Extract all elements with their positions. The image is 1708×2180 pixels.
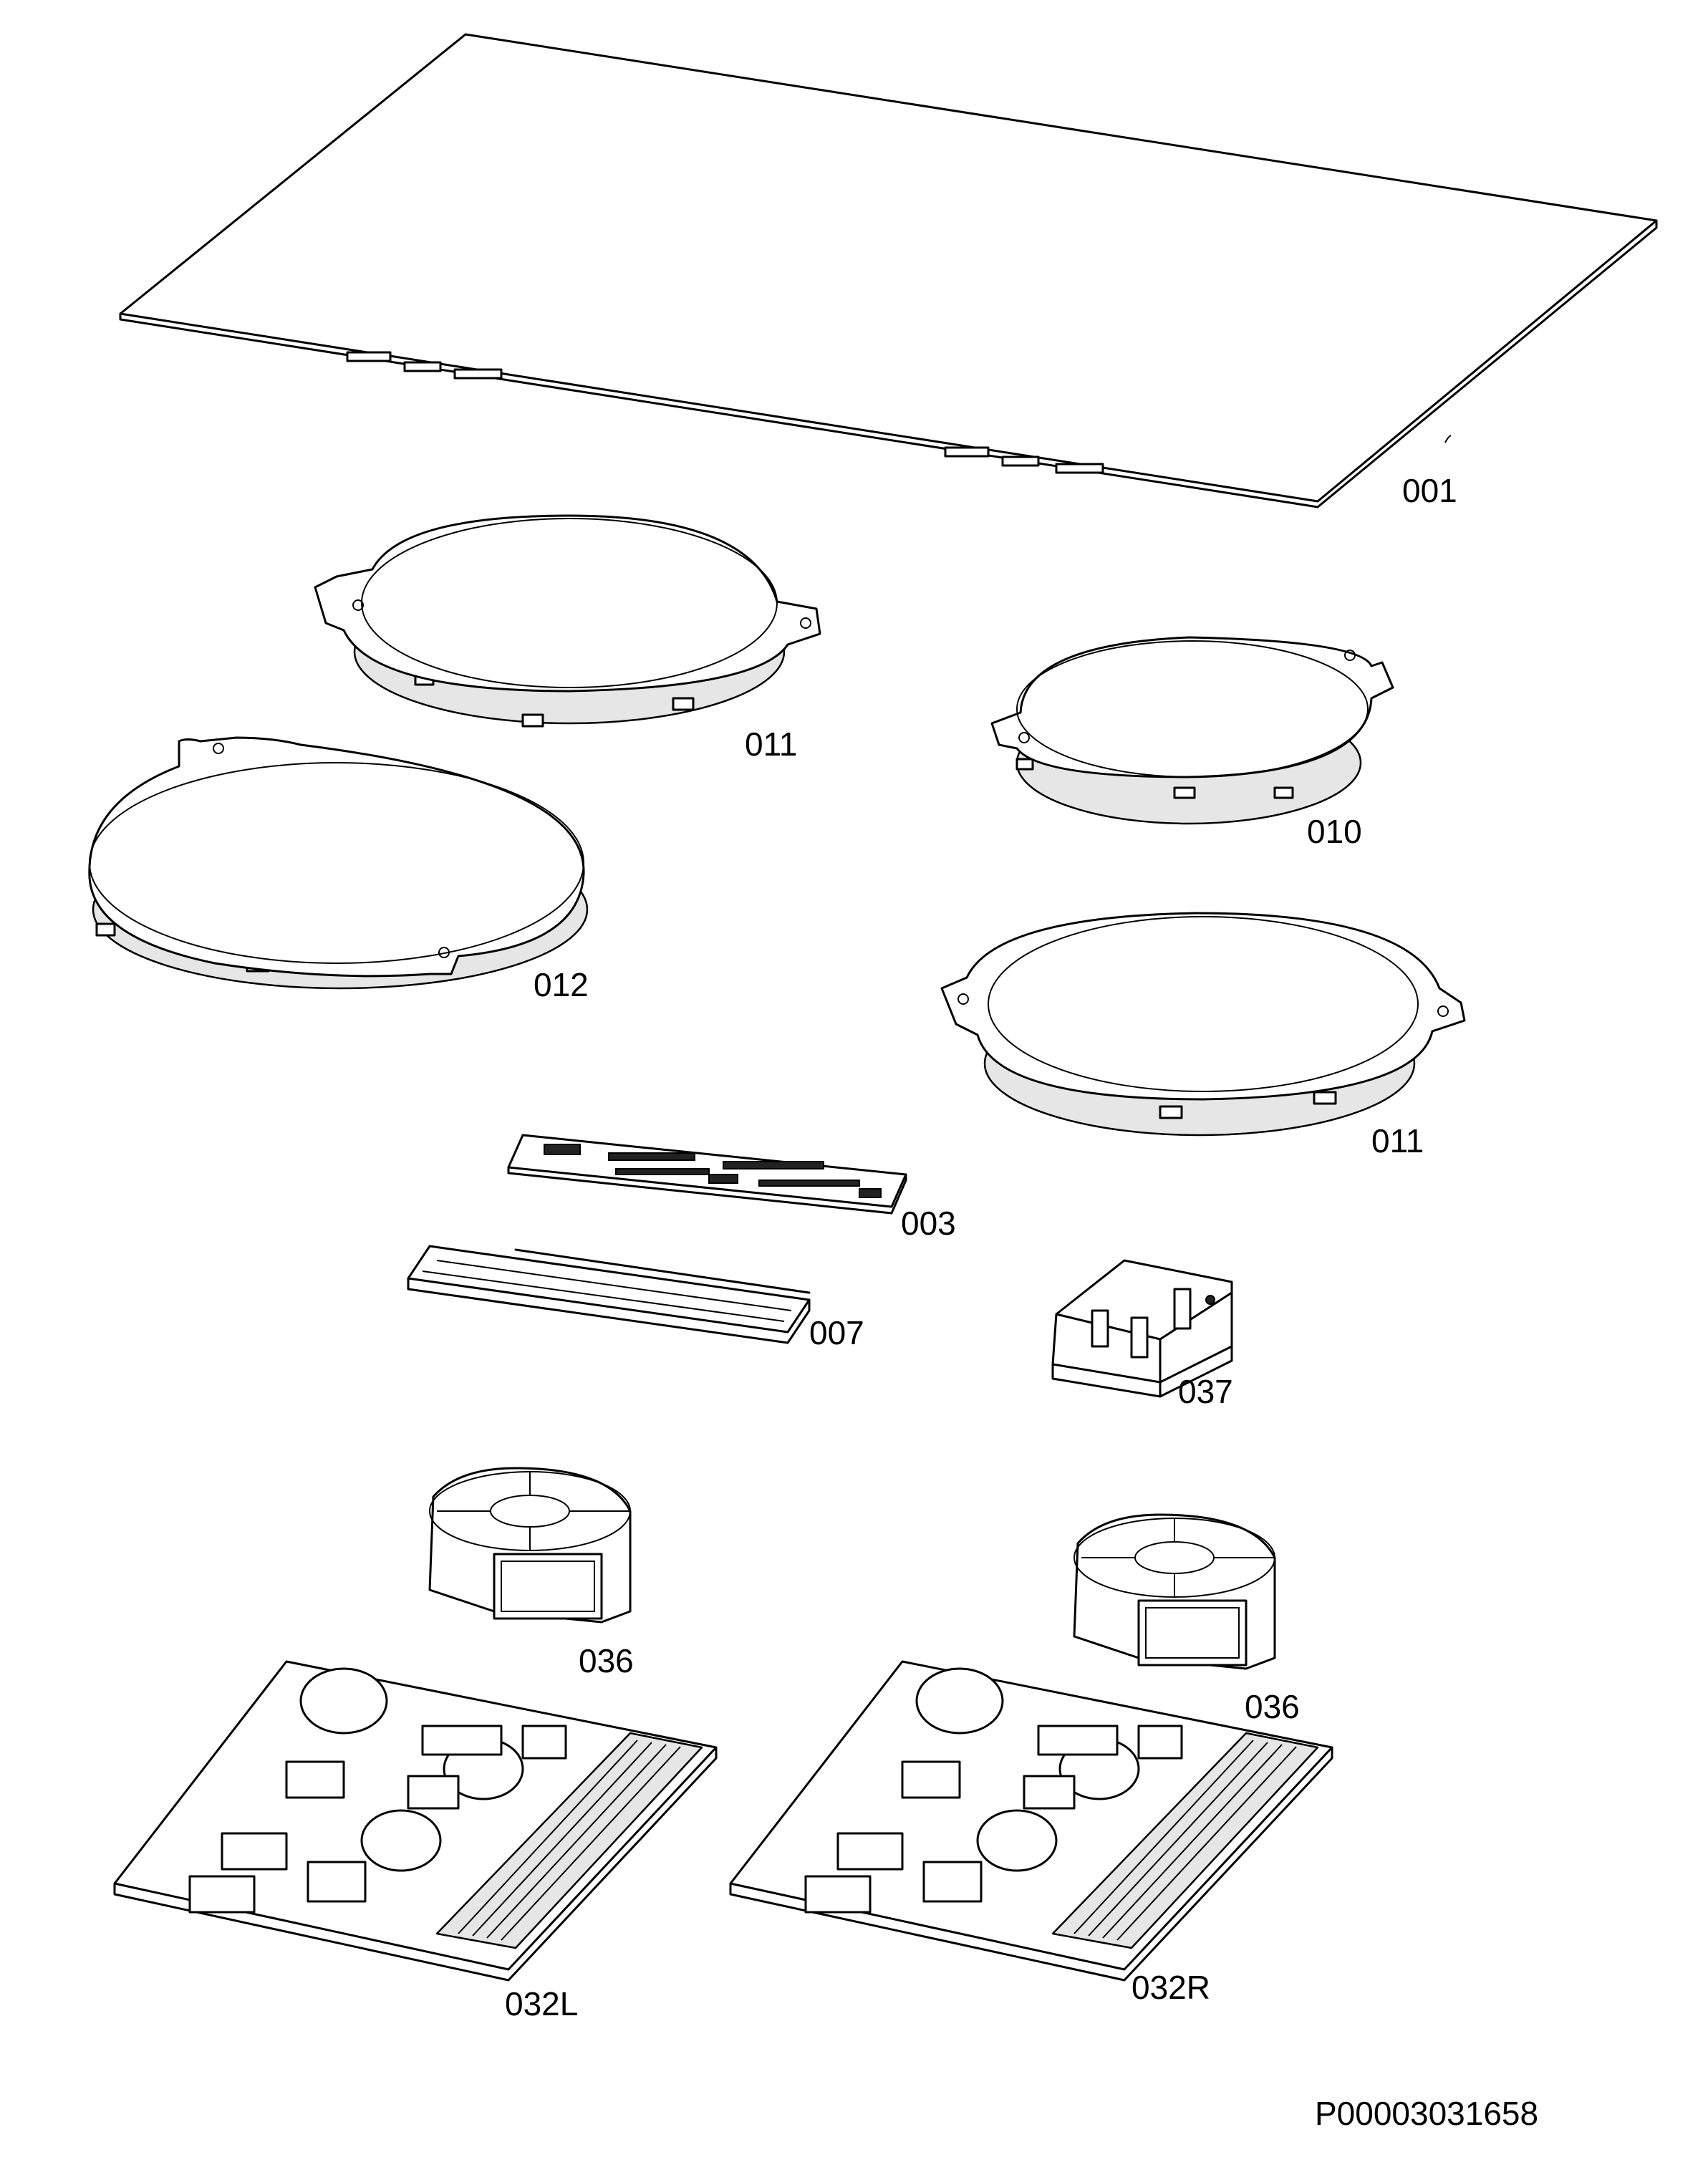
induction-coil-rear-left[interactable] — [314, 514, 821, 728]
induction-coil-front-left[interactable] — [88, 736, 589, 990]
label-part-003: 003 — [901, 1205, 956, 1242]
power-board-right[interactable] — [729, 1660, 1333, 1982]
label-part-012: 012 — [534, 966, 589, 1003]
label-part-032R: 032R — [1132, 1969, 1210, 2006]
cooling-fan-left[interactable] — [428, 1467, 632, 1624]
label-part-011-rear: 011 — [745, 725, 798, 763]
label-part-007: 007 — [809, 1314, 864, 1351]
induction-coil-rear-right[interactable] — [990, 636, 1394, 825]
connector-block[interactable] — [1051, 1259, 1233, 1398]
label-part-036-right: 036 — [1245, 1688, 1300, 1725]
label-part-036-left: 036 — [579, 1642, 634, 1679]
label-part-010: 010 — [1307, 813, 1362, 850]
power-board-left[interactable] — [113, 1660, 718, 1982]
control-frame[interactable] — [407, 1245, 811, 1344]
label-part-032L: 032L — [505, 1985, 579, 2022]
label-part-037: 037 — [1178, 1373, 1233, 1410]
induction-coil-front-right[interactable] — [940, 912, 1466, 1137]
label-part-011-front: 011 — [1371, 1122, 1424, 1159]
control-board[interactable] — [507, 1134, 907, 1215]
glass-top-plate[interactable] — [119, 33, 1658, 508]
drawing-id: P00003031658 — [1315, 2095, 1539, 2132]
cooling-fan-right[interactable] — [1073, 1513, 1276, 1670]
label-part-001: 001 — [1402, 472, 1457, 509]
